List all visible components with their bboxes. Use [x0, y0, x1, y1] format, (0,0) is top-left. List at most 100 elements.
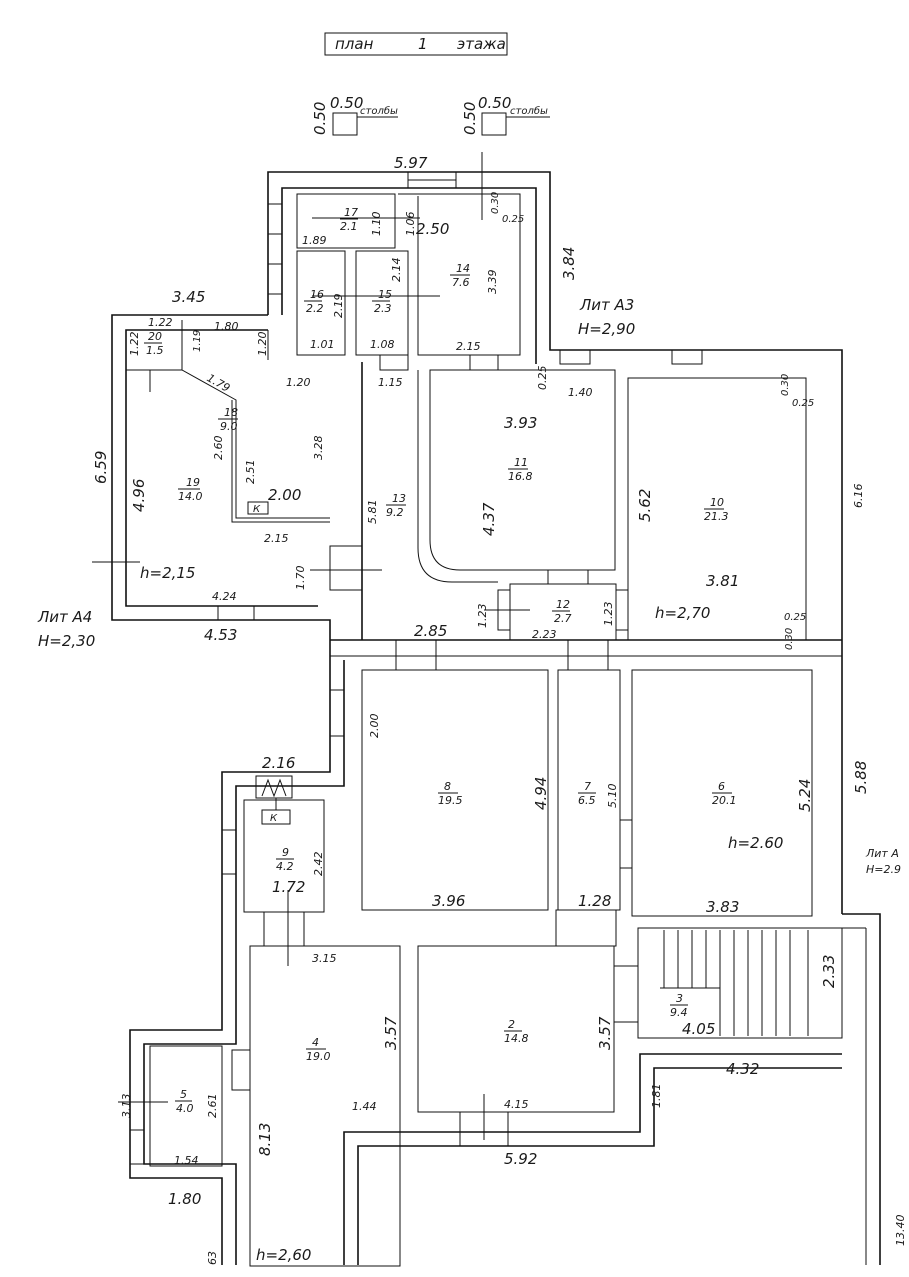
svg-text:1.22: 1.22 — [128, 332, 141, 357]
svg-text:0.25: 0.25 — [784, 612, 806, 623]
svg-text:20: 20 — [148, 330, 162, 343]
svg-text:6: 6 — [718, 780, 725, 793]
svg-text:3.57: 3.57 — [382, 1016, 400, 1050]
svg-text:0.25: 0.25 — [502, 214, 524, 225]
svg-text:0.30: 0.30 — [784, 628, 795, 650]
room-9: 94.2 — [276, 846, 294, 873]
svg-text:6.16: 6.16 — [852, 484, 865, 509]
svg-text:4.53: 4.53 — [204, 626, 237, 644]
svg-text:2.1: 2.1 — [340, 220, 358, 233]
svg-text:H=2,30: H=2,30 — [38, 632, 95, 650]
svg-text:3.15: 3.15 — [312, 952, 337, 965]
svg-text:1.80: 1.80 — [168, 1190, 201, 1208]
svg-text:0.50: 0.50 — [330, 94, 363, 112]
svg-text:1.89: 1.89 — [302, 234, 327, 247]
svg-text:19: 19 — [186, 476, 200, 489]
dimension-lines — [92, 152, 530, 1140]
stove-18: К — [247, 501, 269, 515]
svg-text:19.0: 19.0 — [306, 1050, 331, 1063]
svg-text:3.28: 3.28 — [312, 436, 325, 461]
svg-text:К: К — [253, 504, 261, 515]
svg-text:3.84: 3.84 — [560, 247, 578, 280]
svg-text:8: 8 — [444, 780, 451, 793]
svg-text:4.05: 4.05 — [682, 1020, 715, 1038]
svg-text:6.5: 6.5 — [578, 794, 596, 807]
room-labels: 214.8 39.4 419.0 54.0 620.1 76.5 819.5 9… — [144, 206, 737, 1115]
svg-text:1.19: 1.19 — [192, 330, 203, 352]
svg-text:1.22: 1.22 — [148, 316, 173, 329]
svg-text:4.2: 4.2 — [276, 860, 294, 873]
room-6: 620.1 — [712, 780, 737, 807]
room-12: 122.7 — [552, 598, 572, 625]
svg-text:5.97: 5.97 — [394, 154, 428, 172]
svg-text:2.33: 2.33 — [820, 955, 838, 988]
svg-text:1.81: 1.81 — [650, 1084, 663, 1109]
svg-text:2.51: 2.51 — [244, 460, 257, 485]
svg-text:9.0: 9.0 — [220, 420, 238, 433]
svg-text:4.15: 4.15 — [504, 1098, 529, 1111]
svg-text:15: 15 — [378, 288, 392, 301]
svg-text:1.06: 1.06 — [404, 212, 417, 237]
svg-text:14: 14 — [456, 262, 470, 275]
svg-text:1.28: 1.28 — [578, 892, 611, 910]
svg-text:H=2,90: H=2,90 — [578, 320, 635, 338]
svg-text:1.23: 1.23 — [476, 604, 489, 629]
svg-text:5: 5 — [180, 1088, 187, 1101]
svg-text:4.32: 4.32 — [726, 1060, 759, 1078]
room-18: 189.0 — [218, 406, 238, 433]
svg-text:2: 2 — [508, 1018, 515, 1031]
room-3: 39.4 — [670, 992, 688, 1019]
svg-text:63: 63 — [206, 1251, 219, 1265]
title-number: 1 — [418, 35, 428, 53]
svg-text:9.2: 9.2 — [386, 506, 404, 519]
pillar-right: 0.50 0.50 столбы — [461, 94, 550, 136]
svg-text:4.96: 4.96 — [130, 479, 148, 512]
room-7: 76.5 — [578, 780, 596, 807]
svg-text:5.92: 5.92 — [504, 1150, 537, 1168]
lit-a3-label: Лит А3 H=2,90 — [578, 296, 635, 338]
svg-text:4.0: 4.0 — [176, 1102, 194, 1115]
svg-text:1.54: 1.54 — [174, 1154, 199, 1167]
svg-text:12: 12 — [556, 598, 570, 611]
svg-text:4.94: 4.94 — [532, 777, 550, 810]
svg-text:0.50: 0.50 — [461, 102, 479, 135]
svg-text:2.60: 2.60 — [212, 436, 225, 461]
svg-text:5.10: 5.10 — [606, 784, 619, 809]
room-outlines — [126, 193, 843, 1267]
svg-text:2.19: 2.19 — [332, 294, 345, 319]
svg-text:2.15: 2.15 — [264, 532, 289, 545]
svg-text:3.57: 3.57 — [596, 1016, 614, 1050]
svg-text:2.23: 2.23 — [532, 628, 557, 641]
svg-text:1.20: 1.20 — [286, 376, 311, 389]
stove-9: К — [255, 775, 293, 825]
svg-text:3.13: 3.13 — [120, 1094, 133, 1119]
svg-text:13: 13 — [392, 492, 406, 505]
height-label: h=2,60 — [256, 1246, 311, 1264]
svg-text:5.81: 5.81 — [366, 500, 379, 525]
svg-text:0.50: 0.50 — [311, 102, 329, 135]
svg-text:5.24: 5.24 — [796, 779, 814, 812]
svg-text:1.72: 1.72 — [272, 878, 305, 896]
room-5: 54.0 — [175, 1088, 194, 1115]
svg-text:1.20: 1.20 — [256, 332, 269, 357]
svg-text:13.40: 13.40 — [894, 1215, 907, 1247]
room-17: 172.1 — [340, 206, 358, 233]
svg-text:1.40: 1.40 — [568, 386, 593, 399]
svg-text:7.6: 7.6 — [452, 276, 470, 289]
svg-text:1.15: 1.15 — [378, 376, 403, 389]
svg-text:3.39: 3.39 — [486, 270, 499, 295]
height-label: h=2,70 — [655, 604, 710, 622]
svg-text:1.5: 1.5 — [146, 344, 164, 357]
svg-text:2.16: 2.16 — [262, 754, 295, 772]
svg-text:5.88: 5.88 — [852, 761, 870, 794]
svg-text:10: 10 — [710, 496, 724, 509]
room-8: 819.5 — [438, 780, 463, 807]
svg-text:5.62: 5.62 — [636, 489, 654, 522]
svg-text:4.37: 4.37 — [480, 502, 498, 536]
svg-text:2.3: 2.3 — [374, 302, 392, 315]
svg-text:0.25: 0.25 — [536, 366, 549, 391]
svg-text:4: 4 — [312, 1036, 319, 1049]
